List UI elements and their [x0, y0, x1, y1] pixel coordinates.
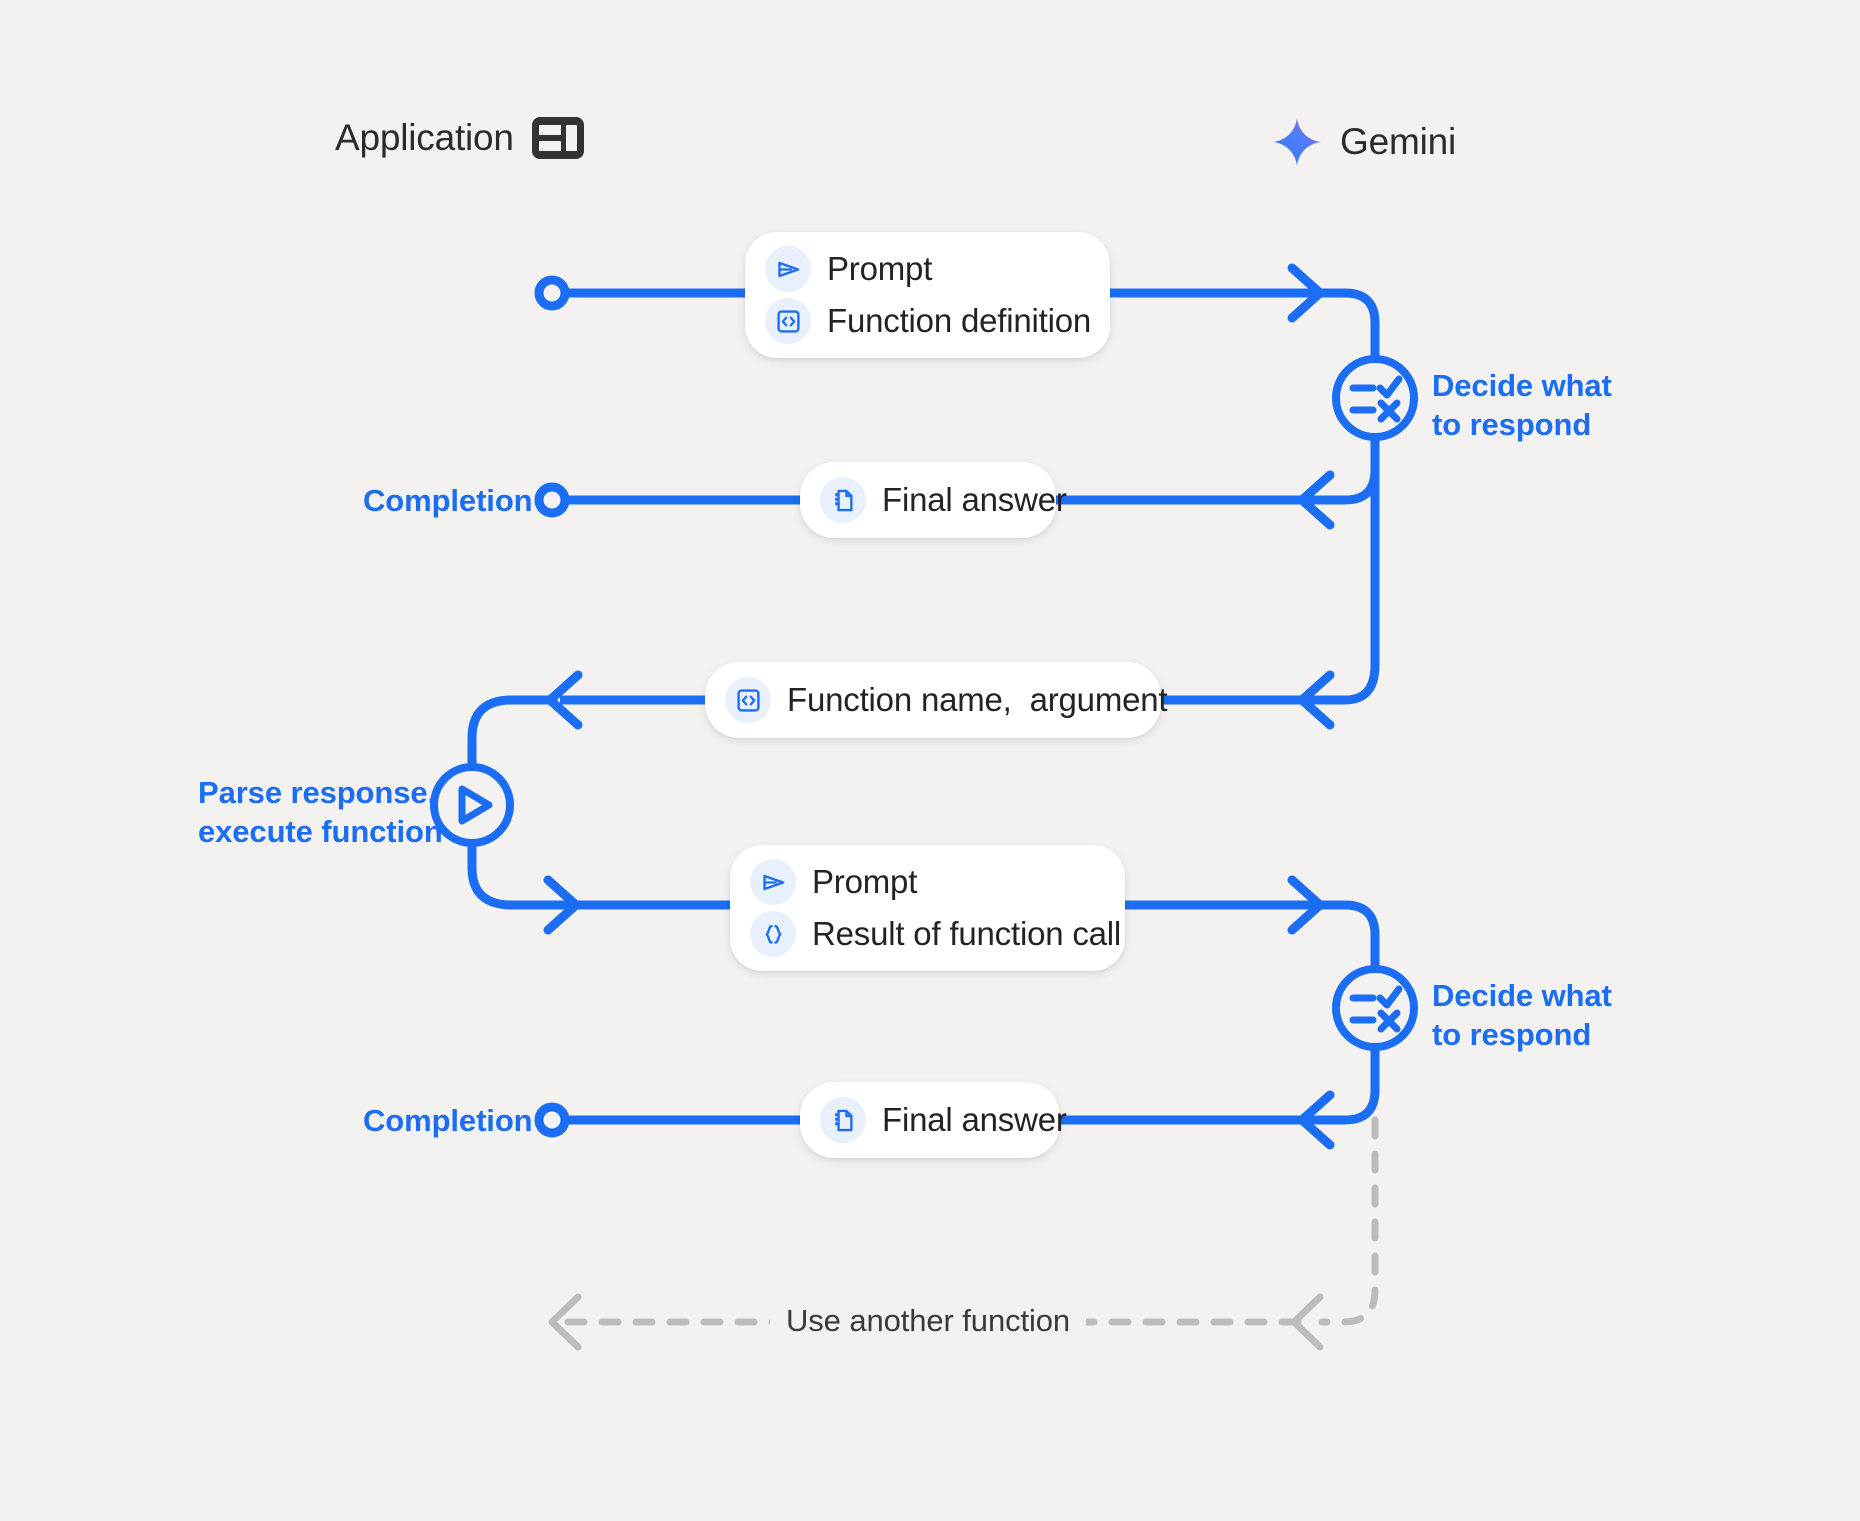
code-brackets-icon [725, 677, 771, 723]
annotation-decide-what-to-respond-2: Decide what to respond [1432, 977, 1612, 1055]
bubble-row-result-of-function-call: Result of function call [750, 911, 1121, 957]
document-icon [820, 477, 866, 523]
bubble-row-prompt: Prompt [765, 246, 1080, 292]
annotation-line-1: Decide what [1432, 978, 1612, 1013]
decision-checklist-icon-1 [1332, 355, 1418, 441]
send-prompt-icon [765, 246, 811, 292]
bubble-function-call[interactable]: Function name, argument [705, 662, 1168, 738]
bubble-final-answer-2[interactable]: Final answer [800, 1082, 1067, 1158]
bubble-label: Function definition [827, 302, 1092, 339]
wire-decision-1-branches [1305, 432, 1380, 705]
bubble-request-1[interactable]: Prompt Function definition [745, 232, 1110, 358]
annotation-line-2: to respond [1432, 1016, 1592, 1052]
bubble-label: Result of function call [812, 915, 1122, 952]
annotation-decide-what-to-respond-1: Decide what to respond [1432, 367, 1612, 445]
play-execute-icon [430, 763, 514, 847]
bubble-label: Final answer [882, 1101, 1067, 1138]
bubble-row-final-answer: Final answer [820, 477, 1067, 523]
loop-label-use-another-function: Use another function [770, 1303, 1087, 1339]
bubble-row-function-call: Function name, argument [725, 677, 1168, 723]
annotation-parse-response-execute-function: Parse response, execute function [198, 774, 443, 852]
lane-header-application: Application [335, 117, 584, 159]
completion-label-1: Completion [363, 483, 533, 518]
bubble-label: Prompt [812, 863, 918, 900]
annotation-line-2: to respond [1432, 406, 1592, 442]
bubble-row-function-definition: Function definition [765, 298, 1091, 344]
document-icon [820, 1097, 866, 1143]
annotation-line-1: Parse response, [198, 775, 437, 810]
annotation-line-1: Decide what [1432, 368, 1612, 403]
annotation-line-2: execute function [198, 813, 443, 849]
send-prompt-icon [750, 859, 796, 905]
curly-braces-icon [750, 911, 796, 957]
bubble-label: Final answer [882, 481, 1067, 518]
bubble-request-2[interactable]: Prompt Result of function call [730, 845, 1125, 971]
bubble-label: Function name, argument [787, 681, 1168, 718]
gemini-sparkle-icon [1272, 117, 1322, 167]
lane-title-gemini: Gemini [1340, 121, 1456, 162]
wire-decision-2-branch [1305, 1042, 1380, 1125]
decision-checklist-icon-2 [1332, 965, 1418, 1051]
lane-header-gemini: Gemini [1272, 117, 1456, 167]
bubble-label: Prompt [827, 250, 933, 287]
bubble-row-final-answer: Final answer [820, 1097, 1067, 1143]
bubble-row-prompt: Prompt [750, 859, 1095, 905]
code-brackets-icon [765, 298, 811, 344]
completion-label-2: Completion [363, 1103, 533, 1138]
lane-title-application: Application [335, 117, 514, 158]
app-dashboard-icon [531, 117, 584, 159]
bubble-final-answer-1[interactable]: Final answer [800, 462, 1067, 538]
